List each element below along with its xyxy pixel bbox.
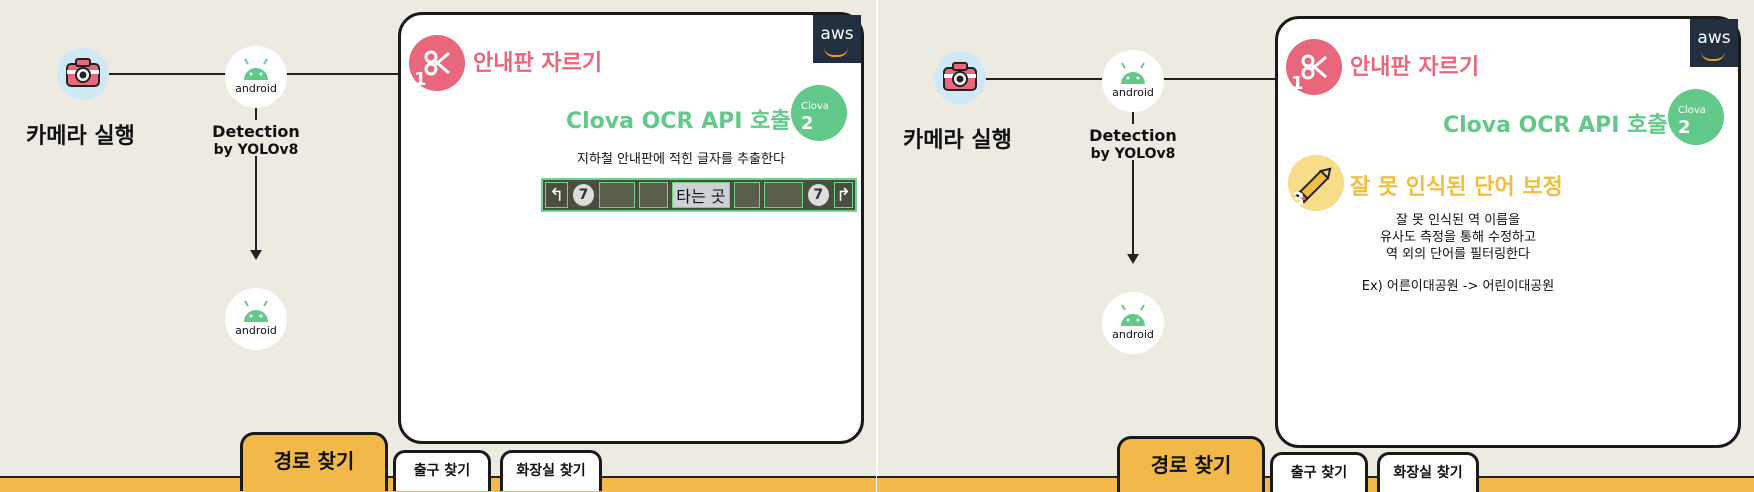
tab-route-finding[interactable]: 경로 찾기	[240, 432, 388, 491]
step1-number: 1	[414, 69, 427, 90]
step1-number: 1	[1291, 73, 1304, 94]
connector-android-card	[286, 73, 400, 75]
tab-exit-finding[interactable]: 출구 찾기	[1270, 452, 1368, 492]
detection-label: Detection	[212, 122, 300, 141]
step3-badge: 3	[1288, 155, 1344, 211]
step2-number: 2	[1678, 117, 1691, 138]
step2-title: Clova OCR API 호출	[566, 109, 791, 134]
android-word: android	[1112, 328, 1154, 341]
arrow-right-icon: ↱	[833, 182, 853, 208]
aws-logo: aws	[1690, 19, 1738, 67]
clova-icon: Clova 2	[1668, 89, 1724, 145]
connector-android-card	[1163, 78, 1277, 80]
android-icon: android	[1102, 50, 1164, 112]
flow-arrow-head	[250, 250, 262, 260]
tab-route-finding[interactable]: 경로 찾기	[1117, 436, 1265, 492]
detection-sub-label: by YOLOv8	[1090, 146, 1176, 162]
aws-logo-text: aws	[820, 24, 854, 44]
aws-logo: aws	[813, 15, 861, 63]
text-region	[599, 182, 636, 208]
arrow-left-icon: ↰	[545, 182, 569, 208]
step3-example: Ex) 어른이대공원 -> 어린이대공원	[1361, 279, 1555, 294]
android-icon: android	[1102, 292, 1164, 354]
tab-exit-finding[interactable]: 출구 찾기	[393, 450, 491, 491]
clova-icon-text: Clova	[801, 101, 829, 112]
connector-camera-android	[985, 78, 1105, 80]
step3-description-line: 역 외의 단어를 필터링한다	[1386, 247, 1530, 262]
slide-panel-right: 카메라 실행 android Detection by YOLOv8 andro…	[877, 0, 1754, 492]
step2-title: Clova OCR API 호출	[1443, 113, 1668, 138]
clova-icon: Clova 2	[791, 85, 847, 141]
process-card: aws 1 안내판 자르기 Clova OCR API 호출 Clova 2 지…	[398, 12, 864, 444]
step3-description-line: 잘 못 인식된 역 이름을	[1395, 213, 1521, 228]
detection-sub-label: by YOLOv8	[213, 142, 299, 158]
scissors-icon	[424, 50, 450, 76]
flow-arrow-line	[255, 156, 257, 250]
destination-text: 타는 곳	[672, 182, 730, 208]
step1-title: 안내판 자르기	[1350, 55, 1480, 80]
step2-number: 2	[801, 113, 814, 134]
android-word: android	[235, 324, 277, 337]
step3-title: 잘 못 인식된 단어 보정	[1350, 175, 1563, 200]
connector-android-detection	[1132, 112, 1134, 124]
camera-icon	[934, 52, 986, 104]
subway-signboard-image: ↰ 7 타는 곳 7 ↱	[541, 178, 857, 212]
aws-logo-text: aws	[1697, 28, 1731, 48]
slide-panel-left: 카메라 실행 android Detection by YOLOv8 andro…	[0, 12, 877, 492]
text-region	[764, 182, 803, 208]
tab-restroom-finding[interactable]: 화장실 찾기	[1377, 452, 1479, 492]
step1-title: 안내판 자르기	[473, 51, 603, 76]
pencil-icon	[1295, 167, 1332, 204]
step3-number: 3	[1292, 189, 1305, 210]
process-card: aws 1 안내판 자르기 Clova OCR API 호출 Clova 2	[1275, 16, 1741, 448]
scissors-icon	[1301, 54, 1327, 80]
step3-description-line: 유사도 측정을 통해 수정하고	[1380, 230, 1536, 245]
android-word: android	[1112, 86, 1154, 99]
android-icon: android	[225, 46, 287, 108]
panel-divider	[876, 0, 878, 492]
connector-camera-android	[108, 73, 228, 75]
text-region	[639, 182, 669, 208]
detection-label: Detection	[1089, 126, 1177, 145]
line-number-badge: 7	[573, 184, 595, 206]
text-region	[733, 182, 761, 208]
flow-arrow-head	[1127, 254, 1139, 264]
android-icon: android	[225, 288, 287, 350]
step1-badge: 1	[1286, 39, 1342, 95]
camera-label: 카메라 실행	[26, 124, 135, 149]
camera-label: 카메라 실행	[903, 128, 1012, 153]
step1-badge: 1	[409, 35, 465, 91]
android-word: android	[235, 82, 277, 95]
clova-icon-text: Clova	[1678, 105, 1706, 116]
tab-restroom-finding[interactable]: 화장실 찾기	[500, 450, 602, 491]
step2-description: 지하철 안내판에 적힌 글자를 추출한다	[577, 152, 785, 167]
connector-android-detection	[255, 108, 257, 120]
camera-icon	[57, 48, 109, 100]
flow-arrow-line	[1132, 160, 1134, 254]
line-number-badge: 7	[807, 184, 829, 206]
